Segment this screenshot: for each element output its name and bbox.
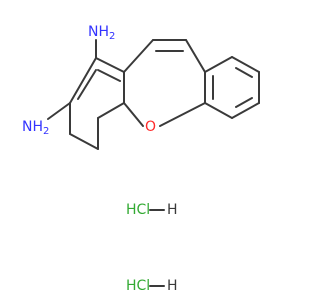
bond (97, 69, 121, 82)
amine-top-label: NH2 (88, 24, 115, 42)
bond (235, 97, 253, 108)
bond (231, 102, 260, 119)
amine-left-sub: 2 (43, 126, 49, 137)
bond (204, 102, 233, 119)
bond (235, 67, 253, 78)
bond (69, 133, 99, 150)
molecule-structure: NH2 NH2 O HCl H HCl H (22, 24, 260, 294)
salt-2-h-label: H (167, 278, 178, 294)
bond (97, 102, 125, 119)
bond (123, 39, 154, 73)
amine-left-label: NH2 (22, 119, 49, 137)
bond (204, 56, 233, 73)
bond (185, 39, 206, 73)
bond (95, 57, 125, 73)
bond (231, 56, 260, 73)
bond (159, 102, 206, 127)
salt-2-label: HCl (126, 278, 150, 294)
oxygen-label: O (145, 119, 156, 135)
bond (77, 69, 97, 100)
bond (69, 57, 97, 104)
bond (123, 102, 144, 127)
salt-1-h-label: H (167, 202, 178, 218)
amine-top-sub: 2 (109, 31, 115, 42)
amine-top-nh: NH (88, 24, 109, 40)
salt-1-label: HCl (126, 202, 150, 218)
amine-left-nh: NH (22, 119, 43, 135)
bond (47, 102, 71, 120)
